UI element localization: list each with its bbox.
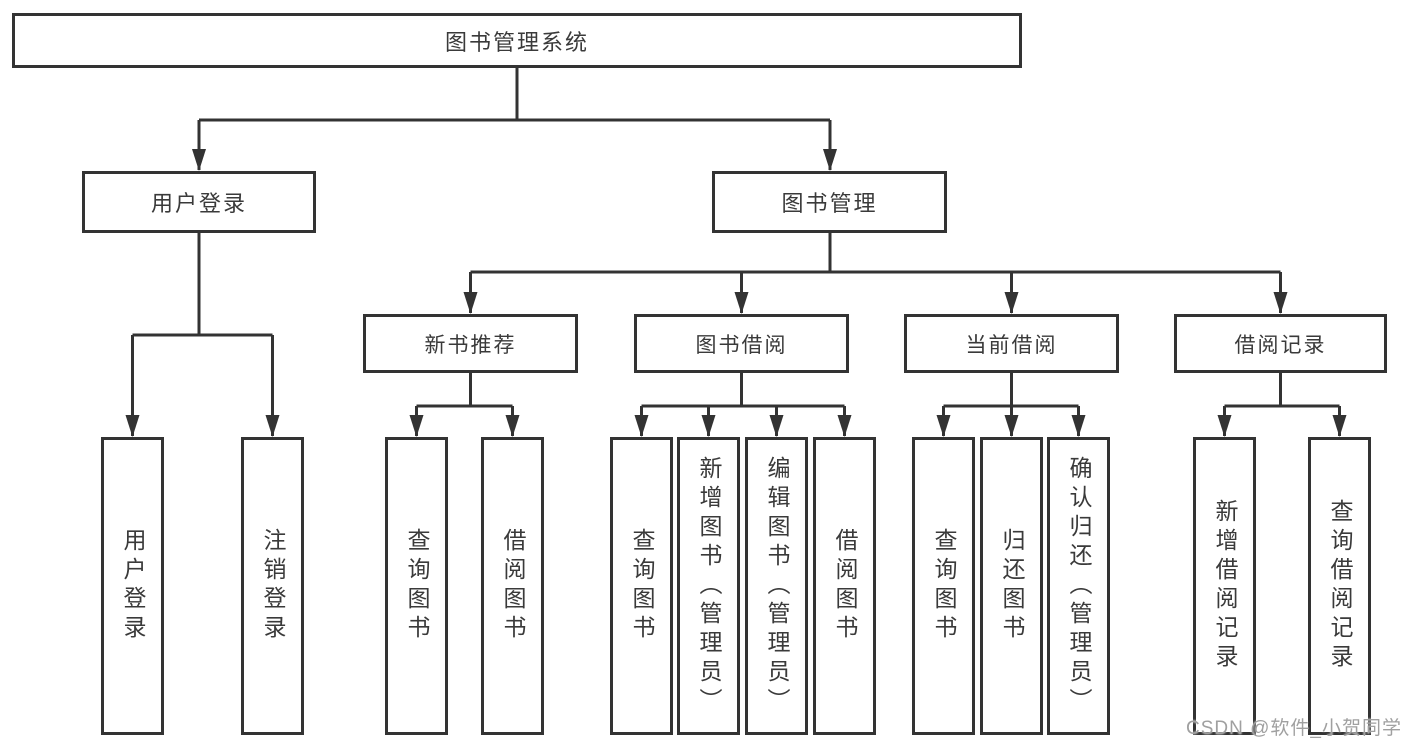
node-label: 借阅记录 bbox=[1234, 333, 1327, 357]
node-label: 当前借阅 bbox=[965, 333, 1058, 357]
node-book-management: 图书管理 bbox=[712, 171, 947, 233]
node-label: 查询图书 bbox=[931, 528, 957, 644]
node-label: 借阅图书 bbox=[500, 528, 526, 644]
node-label: 查询借阅记录 bbox=[1327, 499, 1353, 673]
leaf-cb-confirm-return-admin: 确认归还（管理员） bbox=[1047, 437, 1110, 735]
node-label: 查询图书 bbox=[629, 528, 655, 644]
node-label: 编辑图书（管理员） bbox=[764, 455, 790, 717]
leaf-logout: 注销登录 bbox=[241, 437, 304, 735]
node-label: 新书推荐 bbox=[424, 333, 517, 357]
node-label: 图书管理 bbox=[781, 191, 878, 216]
node-label: 注销登录 bbox=[260, 528, 286, 644]
leaf-br-query-record: 查询借阅记录 bbox=[1308, 437, 1371, 735]
node-label: 确认归还（管理员） bbox=[1066, 455, 1092, 717]
watermark: CSDN @软件_小贺同学 bbox=[1186, 718, 1402, 739]
leaf-user-login: 用户登录 bbox=[101, 437, 164, 735]
node-label: 新增图书（管理员） bbox=[696, 455, 722, 717]
node-root: 图书管理系统 bbox=[12, 13, 1022, 68]
node-label: 图书借阅 bbox=[695, 333, 788, 357]
node-book-borrowing: 图书借阅 bbox=[634, 314, 849, 373]
node-label: 用户登录 bbox=[120, 528, 146, 644]
leaf-bb-borrow-books: 借阅图书 bbox=[813, 437, 876, 735]
node-label: 借阅图书 bbox=[832, 528, 858, 644]
leaf-nr-query-books: 查询图书 bbox=[385, 437, 448, 735]
node-label: 归还图书 bbox=[999, 528, 1025, 644]
leaf-nr-borrow-books: 借阅图书 bbox=[481, 437, 544, 735]
leaf-br-add-record: 新增借阅记录 bbox=[1193, 437, 1256, 735]
node-label: 新增借阅记录 bbox=[1212, 499, 1238, 673]
node-current-borrowing: 当前借阅 bbox=[904, 314, 1119, 373]
leaf-cb-query-books: 查询图书 bbox=[912, 437, 975, 735]
node-label: 图书管理系统 bbox=[444, 29, 589, 55]
node-borrowing-records: 借阅记录 bbox=[1174, 314, 1387, 373]
leaf-bb-edit-books-admin: 编辑图书（管理员） bbox=[745, 437, 808, 735]
leaf-bb-add-books-admin: 新增图书（管理员） bbox=[677, 437, 740, 735]
leaf-bb-query-books: 查询图书 bbox=[610, 437, 673, 735]
node-new-book-recommend: 新书推荐 bbox=[363, 314, 578, 373]
node-label: 用户登录 bbox=[150, 191, 247, 216]
node-label: 查询图书 bbox=[404, 528, 430, 644]
leaf-cb-return-books: 归还图书 bbox=[980, 437, 1043, 735]
node-user-login: 用户登录 bbox=[82, 171, 316, 233]
